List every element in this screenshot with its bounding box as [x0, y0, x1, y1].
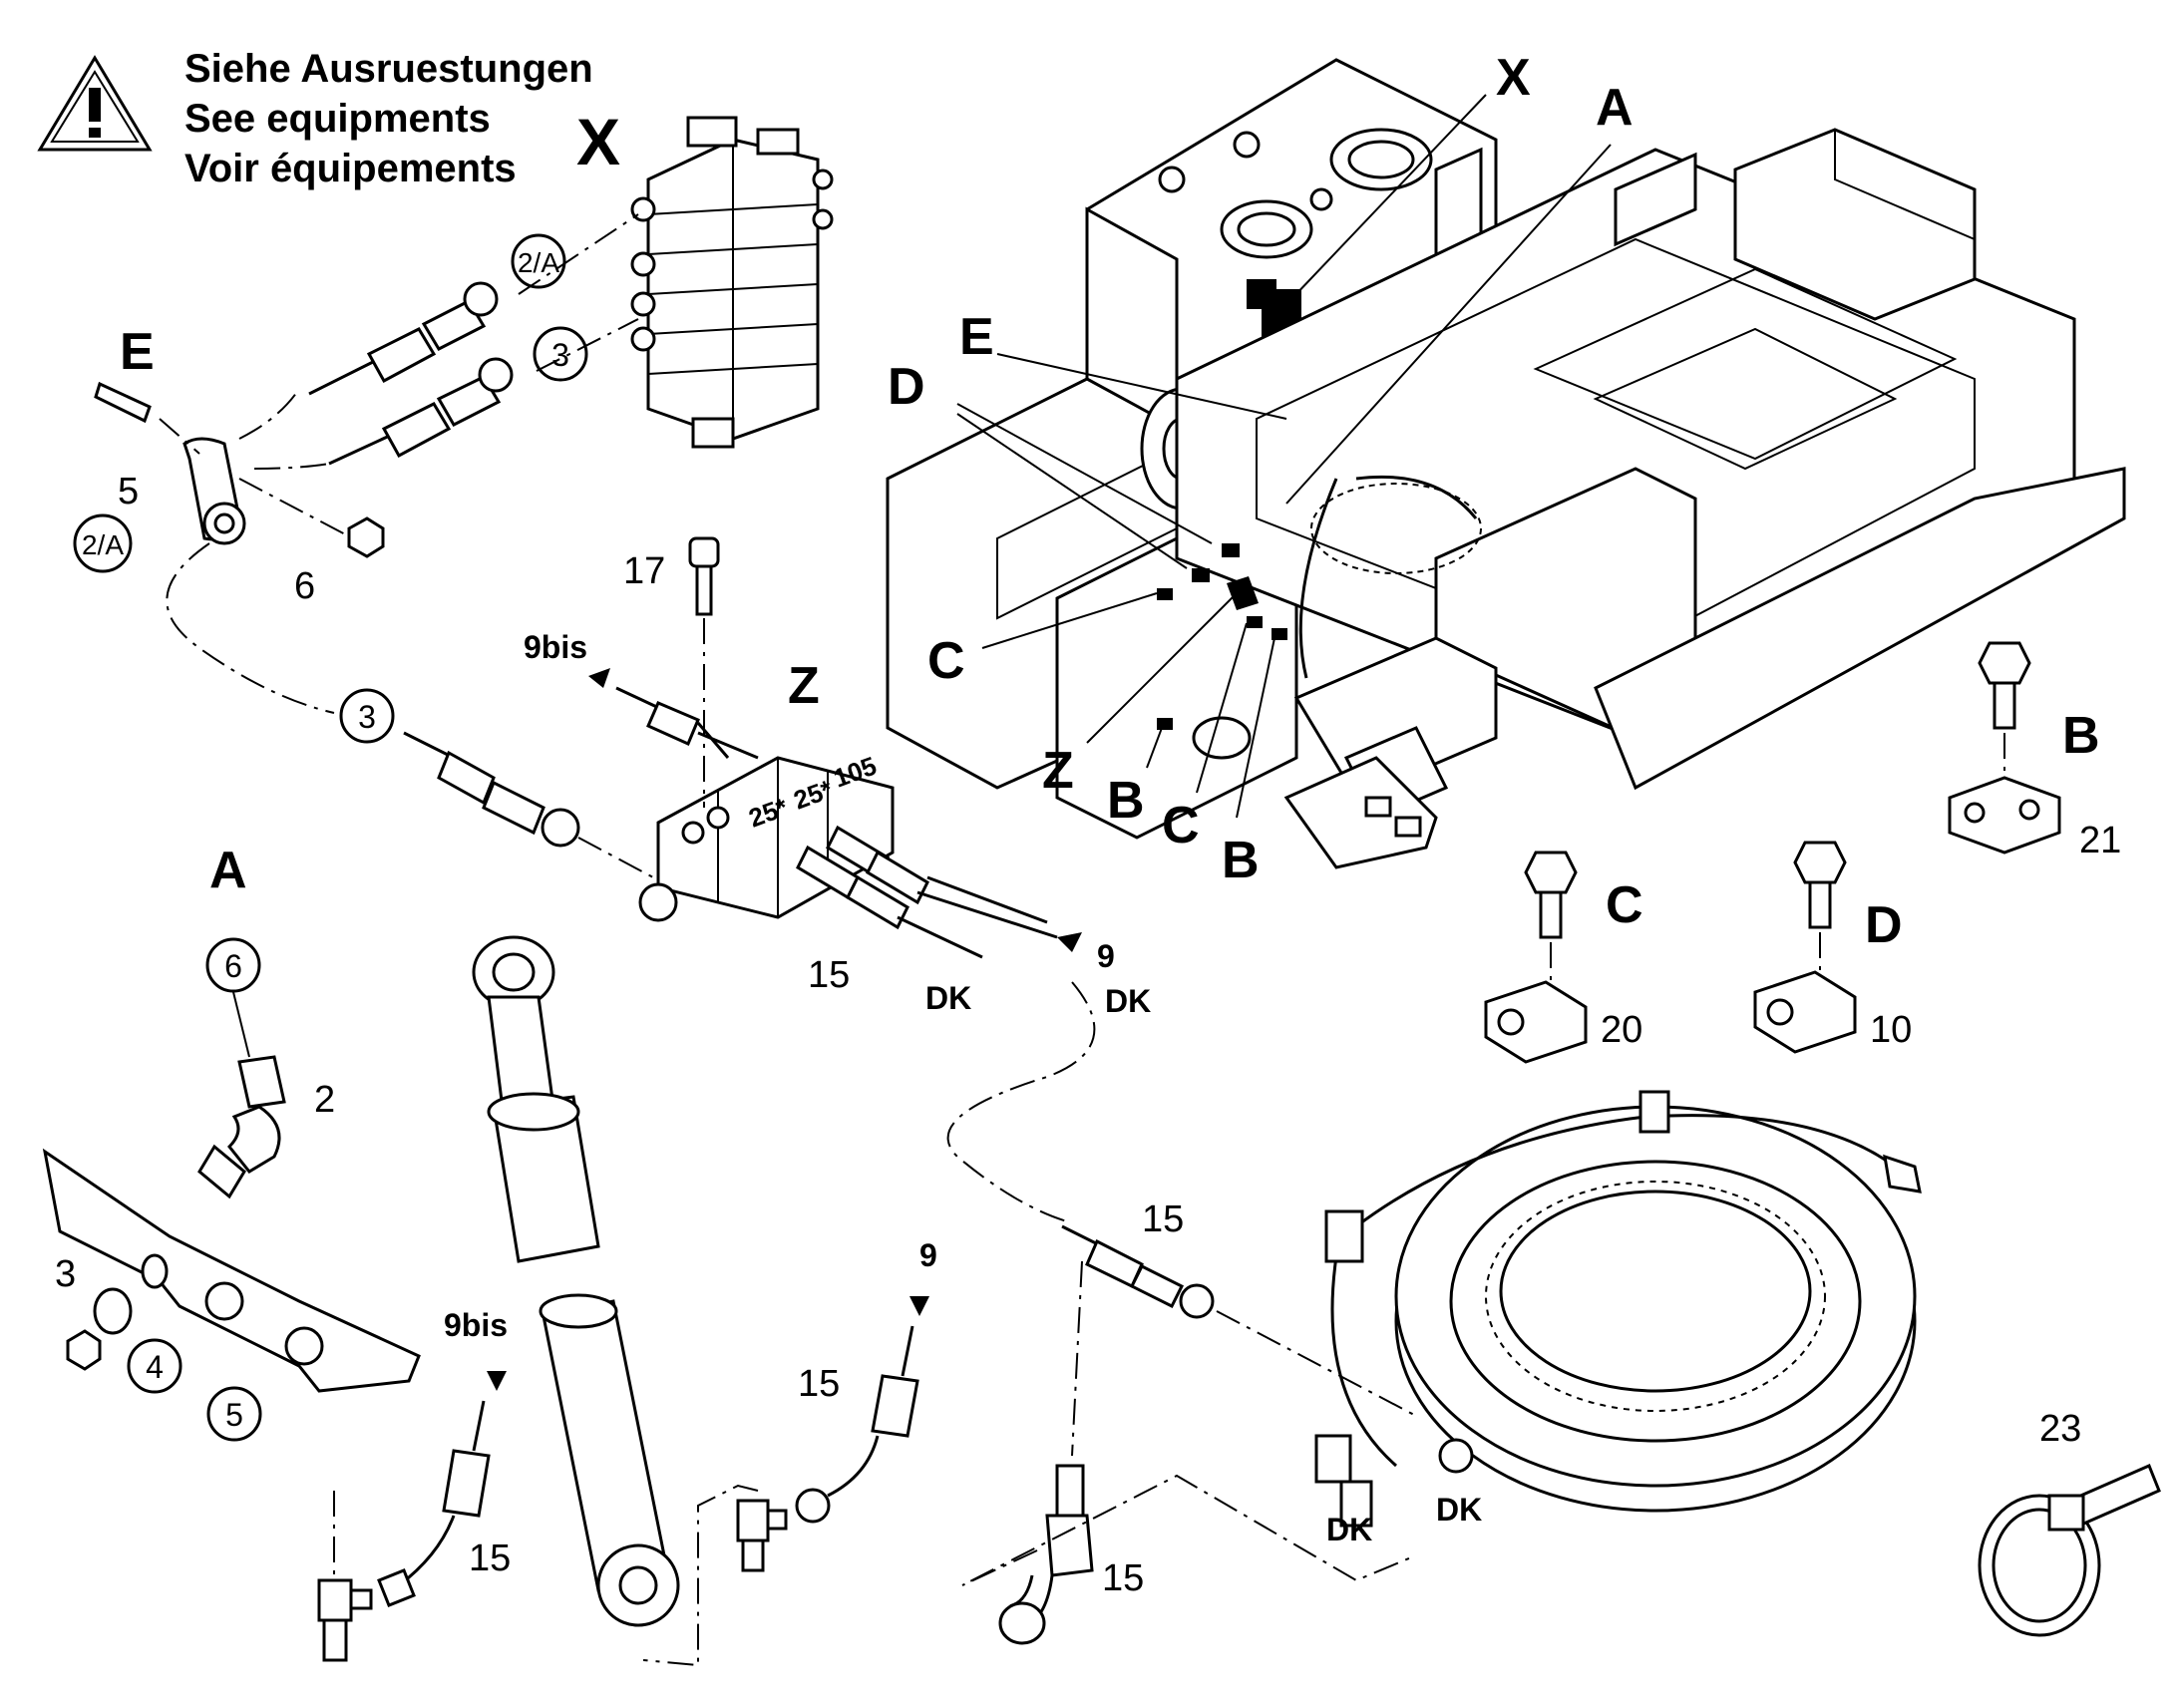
number-6: 6 [294, 565, 315, 607]
tag-9bis-top: 9bis [524, 629, 587, 665]
letter-d-mid: D [888, 358, 925, 416]
fitting-3-top [328, 357, 514, 466]
number-15-d: 15 [1102, 1557, 1144, 1599]
number-15-c: 15 [1142, 1198, 1184, 1240]
number-21: 21 [2079, 820, 2121, 861]
tag-9bis-low: 9bis [444, 1307, 508, 1343]
letter-z-mid: Z [1042, 742, 1074, 800]
nut-4 [66, 1329, 102, 1371]
tee-fitting-left [317, 1578, 373, 1662]
circle-4-label: 4 [146, 1349, 164, 1385]
letter-b-right: B [2062, 707, 2100, 765]
clip-c [1484, 980, 1588, 1064]
slewing-ring [1394, 1105, 1917, 1513]
tag-dk-2: DK [1105, 983, 1151, 1019]
fitting-3-mid [403, 731, 580, 848]
letter-d-right: D [1865, 896, 1903, 954]
tag-9-low: 9 [919, 1237, 937, 1273]
clip-b [1948, 776, 2061, 854]
excavator-upper-frame [886, 58, 2126, 869]
number-3: 3 [55, 1253, 76, 1295]
bolt-10 [1793, 841, 1847, 929]
fitting-15-center [1061, 1224, 1215, 1319]
warning-line-1: Siehe Ausruestungen [184, 47, 593, 91]
bolt-21 [1978, 641, 2031, 730]
elbow-fitting-2 [197, 1055, 286, 1199]
elbow-fitting-15-low [998, 1464, 1094, 1645]
tag-dk-1: DK [925, 980, 971, 1016]
number-10: 10 [1870, 1009, 1912, 1051]
lube-hose-ring [1314, 1090, 1922, 1528]
letter-a-top: A [1596, 79, 1634, 137]
letter-c-mid-2: C [1162, 797, 1200, 854]
number-15-block: 15 [808, 954, 850, 996]
letter-b-mid-2: B [1222, 832, 1260, 889]
hydraulic-cylinder [472, 935, 680, 1627]
bolt-17 [688, 536, 720, 616]
bolt-20 [1524, 851, 1578, 939]
circle-5-label: 5 [225, 1397, 243, 1433]
letter-e-left: E [120, 323, 155, 381]
circle-3-top [533, 326, 588, 382]
arrow-9-low [909, 1296, 929, 1316]
circle-6-label: 6 [224, 948, 242, 984]
pipe-9-low [795, 1325, 919, 1524]
arrow-9-top [1057, 932, 1082, 952]
circle-2a-left-label: 2/A [82, 529, 124, 560]
warning-line-3: Voir équipements [184, 147, 517, 190]
arrow-9bis-top [588, 668, 610, 688]
tag-dk-3: DK [1326, 1512, 1372, 1547]
letter-z-block: Z [788, 657, 820, 715]
bracket-e [94, 381, 385, 558]
warning-ref-letter: X [576, 105, 620, 178]
number-2: 2 [314, 1079, 335, 1121]
circle-5 [206, 1386, 262, 1442]
number-5: 5 [118, 471, 139, 512]
warning-line-2: See equipments [184, 97, 491, 141]
arrow-9bis-low [487, 1371, 507, 1391]
letter-a-detail: A [209, 842, 247, 899]
hose-clamp-23 [1978, 1464, 2161, 1637]
warning-icon [37, 55, 153, 152]
pipe-9bis-top [615, 686, 759, 760]
circle-3-mid [339, 688, 395, 744]
tag-9-top: 9 [1097, 938, 1115, 974]
washer-3 [93, 1287, 133, 1335]
circle-4 [127, 1338, 182, 1394]
number-17: 17 [623, 550, 665, 592]
number-15-a: 15 [469, 1537, 511, 1579]
number-15-b: 15 [798, 1363, 840, 1405]
number-23: 23 [2039, 1408, 2081, 1450]
clip-d [1753, 970, 1857, 1054]
fitting-2a-top [308, 281, 499, 396]
circle-2a-top [511, 233, 566, 289]
letter-e-mid: E [959, 308, 994, 366]
plate-5 [42, 1148, 421, 1393]
circle-3-mid-label: 3 [358, 699, 376, 735]
circle-6 [205, 937, 261, 993]
circle-3-top-label: 3 [551, 337, 569, 373]
number-20: 20 [1601, 1009, 1642, 1051]
tee-fitting-mid [736, 1499, 788, 1572]
circle-2a-left [73, 513, 133, 573]
letter-x-top: X [1496, 49, 1531, 107]
pipe-9bis-low [377, 1400, 491, 1607]
valve-stack-x [630, 116, 834, 449]
outlet-fittings [796, 825, 1058, 959]
letter-c-mid: C [927, 632, 965, 690]
tag-dk-4: DK [1436, 1492, 1482, 1528]
letter-c-right: C [1606, 876, 1643, 934]
letter-b-mid-1: B [1107, 772, 1145, 830]
circle-2a-top-label: 2/A [518, 247, 559, 278]
